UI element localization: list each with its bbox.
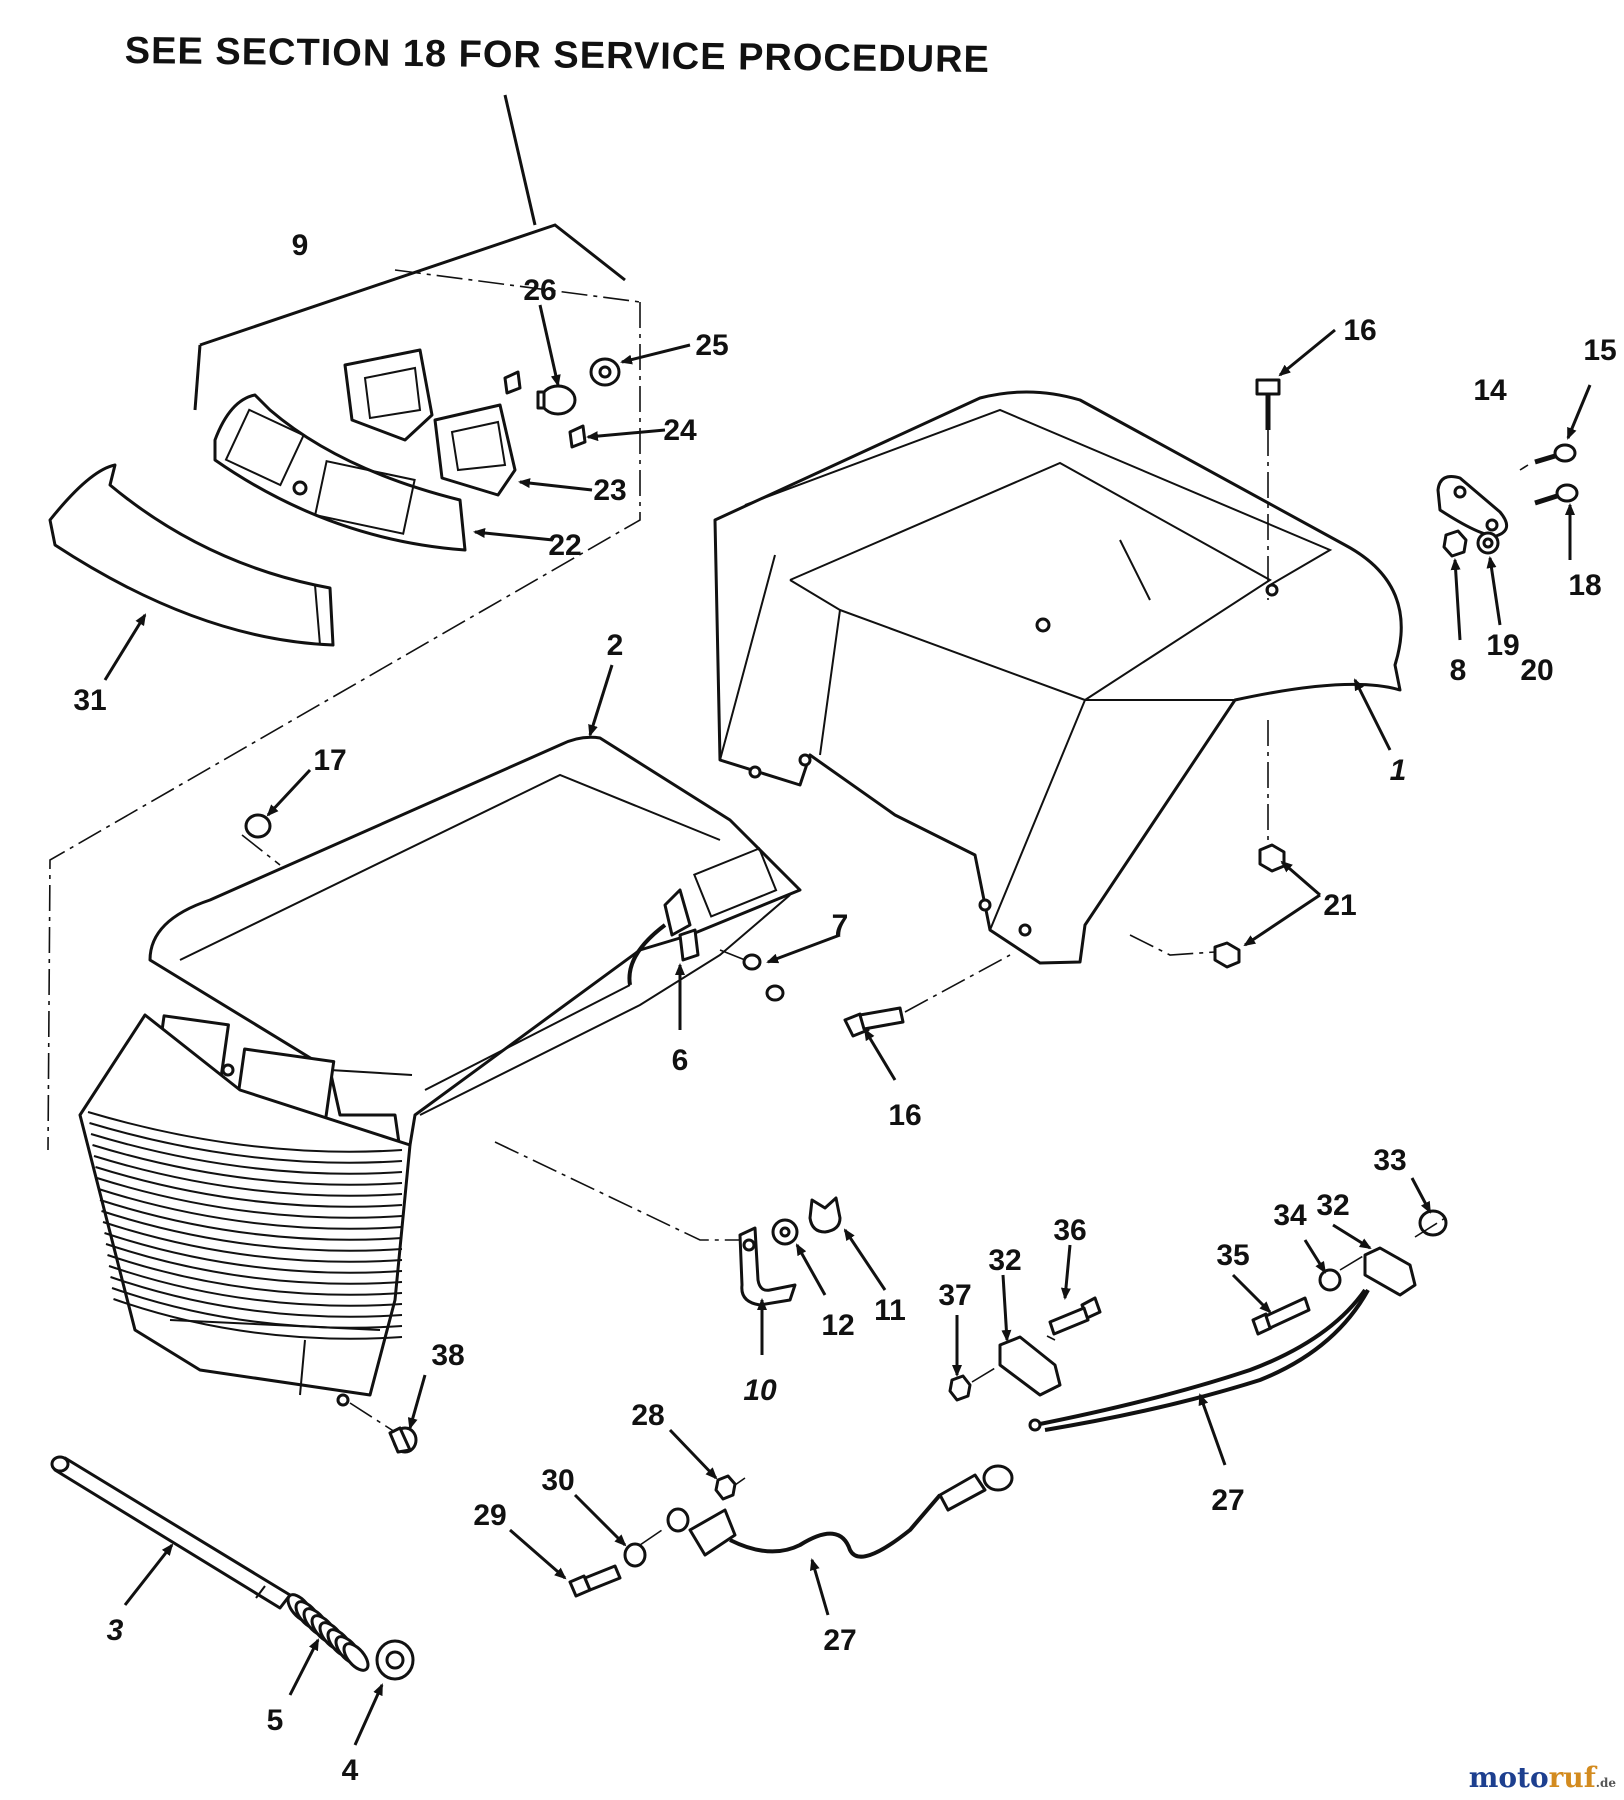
callout-27-right: 27 <box>1211 1484 1244 1517</box>
washer-part-30 <box>623 1542 647 1568</box>
watermark-logo: motoruf.de <box>1468 1761 1616 1794</box>
callout-35: 35 <box>1216 1239 1249 1272</box>
callout-15: 15 <box>1583 334 1616 367</box>
callout-29: 29 <box>473 1499 506 1532</box>
grille <box>78 1013 412 1407</box>
socket-part-25 <box>589 357 621 387</box>
callout-10: 10 <box>743 1374 777 1407</box>
lug-part-27 <box>666 1507 690 1533</box>
bolt-part-16-top <box>1255 378 1281 600</box>
callout-27-lower: 27 <box>823 1624 856 1657</box>
cable-part-27-right <box>1028 1288 1370 1432</box>
spacer-part-33 <box>1339 1209 1451 1271</box>
lamp-frame-part-23 <box>343 348 517 497</box>
screw-part-7 <box>719 949 785 1002</box>
callout-34: 34 <box>1273 1199 1307 1232</box>
rear-fender-part-1 <box>713 390 1403 965</box>
callout-11: 11 <box>874 1294 906 1327</box>
bushing-part-38 <box>349 1402 418 1454</box>
callout-37: 37 <box>938 1279 971 1312</box>
plate-part-14 <box>1436 475 1508 538</box>
callout-24: 24 <box>663 414 697 447</box>
latch-part-6 <box>627 923 700 986</box>
bolt-part-16-bottom <box>843 954 1011 1038</box>
callout-31: 31 <box>73 684 106 717</box>
callout-12: 12 <box>821 1309 854 1342</box>
callout-8: 8 <box>1450 654 1467 687</box>
screw-part-15 <box>1519 443 1577 471</box>
bumper-stop-part-17 <box>241 813 281 866</box>
nut-part-8 <box>1442 529 1468 558</box>
callout-32-left: 32 <box>988 1244 1021 1277</box>
callout-18: 18 <box>1568 569 1601 602</box>
bulb-part-26 <box>536 384 577 416</box>
clamp-part-32-right <box>1363 1246 1417 1297</box>
callout-labels: 9 26 25 24 23 22 31 2 17 7 6 16 16 15 14… <box>73 229 1616 1787</box>
callout-4: 4 <box>342 1754 359 1787</box>
clamp-part-32-left <box>998 1335 1062 1397</box>
callout-22: 22 <box>548 529 581 562</box>
clip-part-4 <box>375 1639 415 1681</box>
callout-16-top: 16 <box>1343 314 1376 347</box>
wing-nut-part-11 <box>808 1196 842 1234</box>
rod-part-3 <box>50 1455 292 1610</box>
clip-part-24 <box>503 370 587 449</box>
callout-38: 38 <box>431 1339 464 1372</box>
hood-part-2 <box>148 735 802 1152</box>
callout-23: 23 <box>593 474 626 507</box>
cable-part-27-lower <box>688 1464 1014 1559</box>
screw-part-29 <box>568 1564 622 1598</box>
nut-part-21 <box>1129 720 1286 969</box>
callout-36: 36 <box>1053 1214 1086 1247</box>
screw-part-18 <box>1534 483 1579 506</box>
callout-6: 6 <box>672 1044 689 1077</box>
headlight-bezel-part-31 <box>48 463 335 647</box>
callout-9: 9 <box>292 229 309 262</box>
callout-17: 17 <box>313 744 346 777</box>
callout-14: 14 <box>1473 374 1507 407</box>
bolt-part-36 <box>1048 1296 1102 1336</box>
callout-26: 26 <box>523 274 556 307</box>
callout-2: 2 <box>607 629 624 662</box>
washer-part-34 <box>1318 1268 1342 1292</box>
washer-part-19 <box>1476 531 1500 555</box>
callout-1: 1 <box>1390 754 1407 787</box>
nut-part-37 <box>948 1335 1056 1402</box>
callout-19: 19 <box>1486 629 1519 662</box>
light-assembly-bracket <box>193 94 626 411</box>
callout-3: 3 <box>107 1614 124 1647</box>
callout-20: 20 <box>1520 654 1553 687</box>
callout-32-right: 32 <box>1316 1189 1349 1222</box>
spring-part-5 <box>286 1593 370 1672</box>
callout-5: 5 <box>267 1704 284 1737</box>
callout-28: 28 <box>631 1399 664 1432</box>
nut-part-28 <box>639 1474 746 1546</box>
hood-mount-dashed-line <box>494 1141 740 1241</box>
bracket-part-10 <box>738 1226 797 1307</box>
callout-30: 30 <box>541 1464 574 1497</box>
leader-arrows <box>103 304 1592 1746</box>
light-assembly-dashed-outline <box>47 269 641 1151</box>
callout-25: 25 <box>695 329 728 362</box>
callout-16-bottom: 16 <box>888 1099 921 1132</box>
washer-part-12 <box>771 1218 799 1246</box>
bolt-part-35 <box>1251 1296 1311 1336</box>
callout-21: 21 <box>1323 889 1356 922</box>
callout-33: 33 <box>1373 1144 1406 1177</box>
lens-housing-part-22 <box>213 393 467 552</box>
callout-7: 7 <box>832 909 849 942</box>
